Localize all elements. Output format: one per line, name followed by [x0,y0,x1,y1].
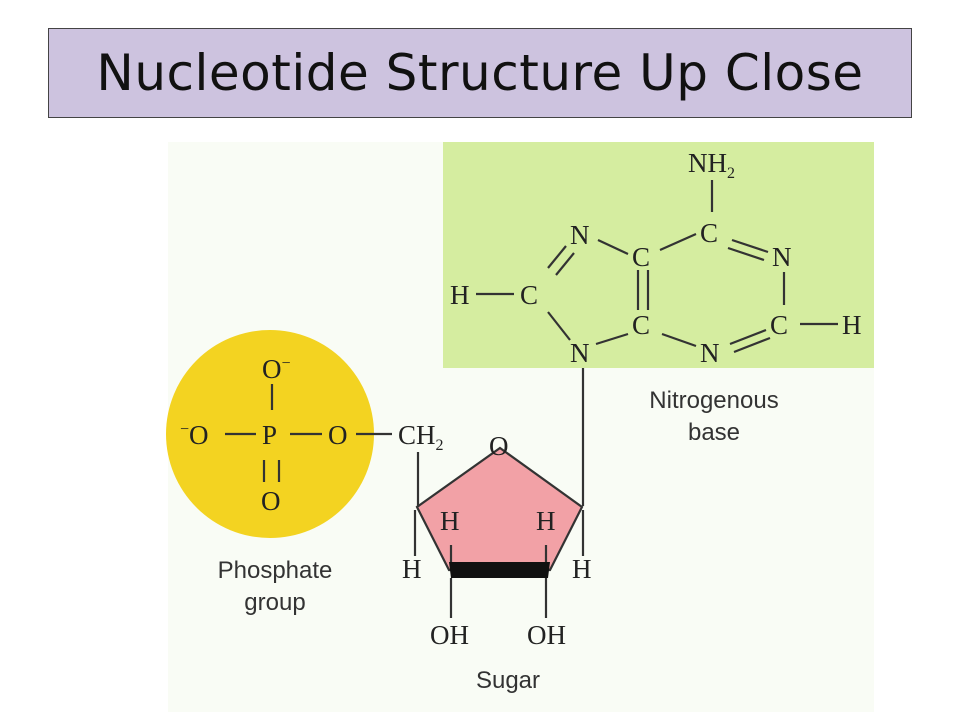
sugar-atoms: O H H H H OH OH [402,431,592,650]
base-carbon-upper-mid: C [632,242,650,272]
bonds [225,180,838,618]
ch2-group: CH2 [398,420,444,454]
phosphate-label-line1: Phosphate [218,557,333,584]
base-nitrogen-bottom-left: N [570,338,590,368]
base-atoms: NH2 C N C N H C C C H N N [450,148,862,368]
hydroxyl-left: OH [430,620,469,650]
phosphate-top-oxygen: O− [262,354,291,384]
phosphate-right-oxygen: O [328,420,348,450]
base-carbon-right: C [770,310,788,340]
phosphate-label-line2: group [244,589,305,616]
phosphorus-atom: P [262,420,277,450]
title-box: Nucleotide Structure Up Close [48,28,912,118]
nh2-group: NH2 [688,148,735,182]
ring-hydrogen-right: H [536,506,556,536]
base-background [443,142,874,368]
component-labels: Phosphate group Nitrogenous base Sugar [218,387,779,694]
hydroxyl-right: OH [527,620,566,650]
phosphate-bottom-oxygen: O [261,486,281,516]
base-carbon-left: C [520,280,538,310]
phosphate-left-oxygen: −O [180,420,209,450]
sugar-label: Sugar [476,667,540,694]
phosphate-atoms: O− −O P O O CH2 [180,354,444,516]
outer-hydrogen-right: H [572,554,592,584]
base-hydrogen-left: H [450,280,470,310]
phosphate-circle [166,330,374,538]
base-carbon-top: C [700,218,718,248]
base-carbon-lower-mid: C [632,310,650,340]
ring-hydrogen-left: H [440,506,460,536]
ring-oxygen: O [489,431,509,461]
base-nitrogen-right: N [772,242,792,272]
base-nitrogen-top-left: N [570,220,590,250]
base-label-line2: base [688,419,740,446]
page-title: Nucleotide Structure Up Close [96,44,864,102]
outer-hydrogen-left: H [402,554,422,584]
base-nitrogen-bottom-mid: N [700,338,720,368]
base-label-line1: Nitrogenous [649,387,778,414]
base-hydrogen-right: H [842,310,862,340]
sugar-ring-bold-edge [449,562,550,578]
